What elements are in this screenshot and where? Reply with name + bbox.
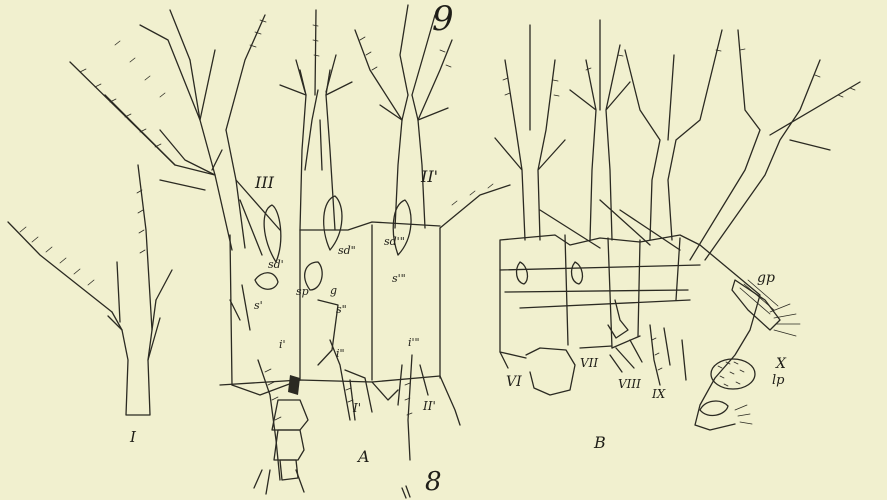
label-s-dbl: s"	[336, 303, 347, 316]
label-sp: sp	[296, 285, 309, 298]
label-I-prime: I'	[352, 401, 361, 415]
plate-number-top: 9	[432, 0, 454, 39]
label-seg-III: III	[254, 173, 275, 192]
label-i-dbl: i"	[336, 347, 345, 360]
label-seg-II-prime: II'	[420, 167, 438, 186]
leader-mark	[402, 486, 410, 498]
label-s-prime: s'	[254, 299, 263, 312]
label-sd-trip: sd'"	[384, 235, 405, 248]
label-II-lower: II'	[422, 399, 436, 413]
label-sd-prime: sd'	[268, 258, 284, 271]
label-seg-X: X	[775, 356, 787, 372]
label-sd-dbl: sd"	[338, 244, 356, 257]
label-i-prime: i'	[279, 338, 286, 351]
label-seg-IX: IX	[651, 387, 666, 401]
label-fig-I: I	[129, 428, 137, 446]
label-lp: lp	[772, 373, 785, 388]
label-seg-VIII: VIII	[618, 377, 641, 391]
plate-number-bottom: 8	[425, 467, 442, 497]
figure-B-lateral-view: VI VII VIII IX X gp lp B	[495, 20, 860, 452]
label-gp: gp	[757, 270, 775, 286]
label-i-trip: i'"	[408, 336, 420, 349]
figure-A-ventral-view: III II' sd' sd" sd'" sp g s' s" s'" i' i…	[70, 5, 510, 494]
label-seg-VII: VII	[580, 356, 598, 370]
label-g: g	[330, 284, 337, 297]
label-fig-B: B	[593, 433, 606, 452]
figure-I-appendage: I	[8, 165, 172, 446]
label-fig-A: A	[356, 447, 370, 466]
label-seg-VI: VI	[506, 374, 522, 390]
label-s-trip: s'"	[392, 272, 406, 285]
